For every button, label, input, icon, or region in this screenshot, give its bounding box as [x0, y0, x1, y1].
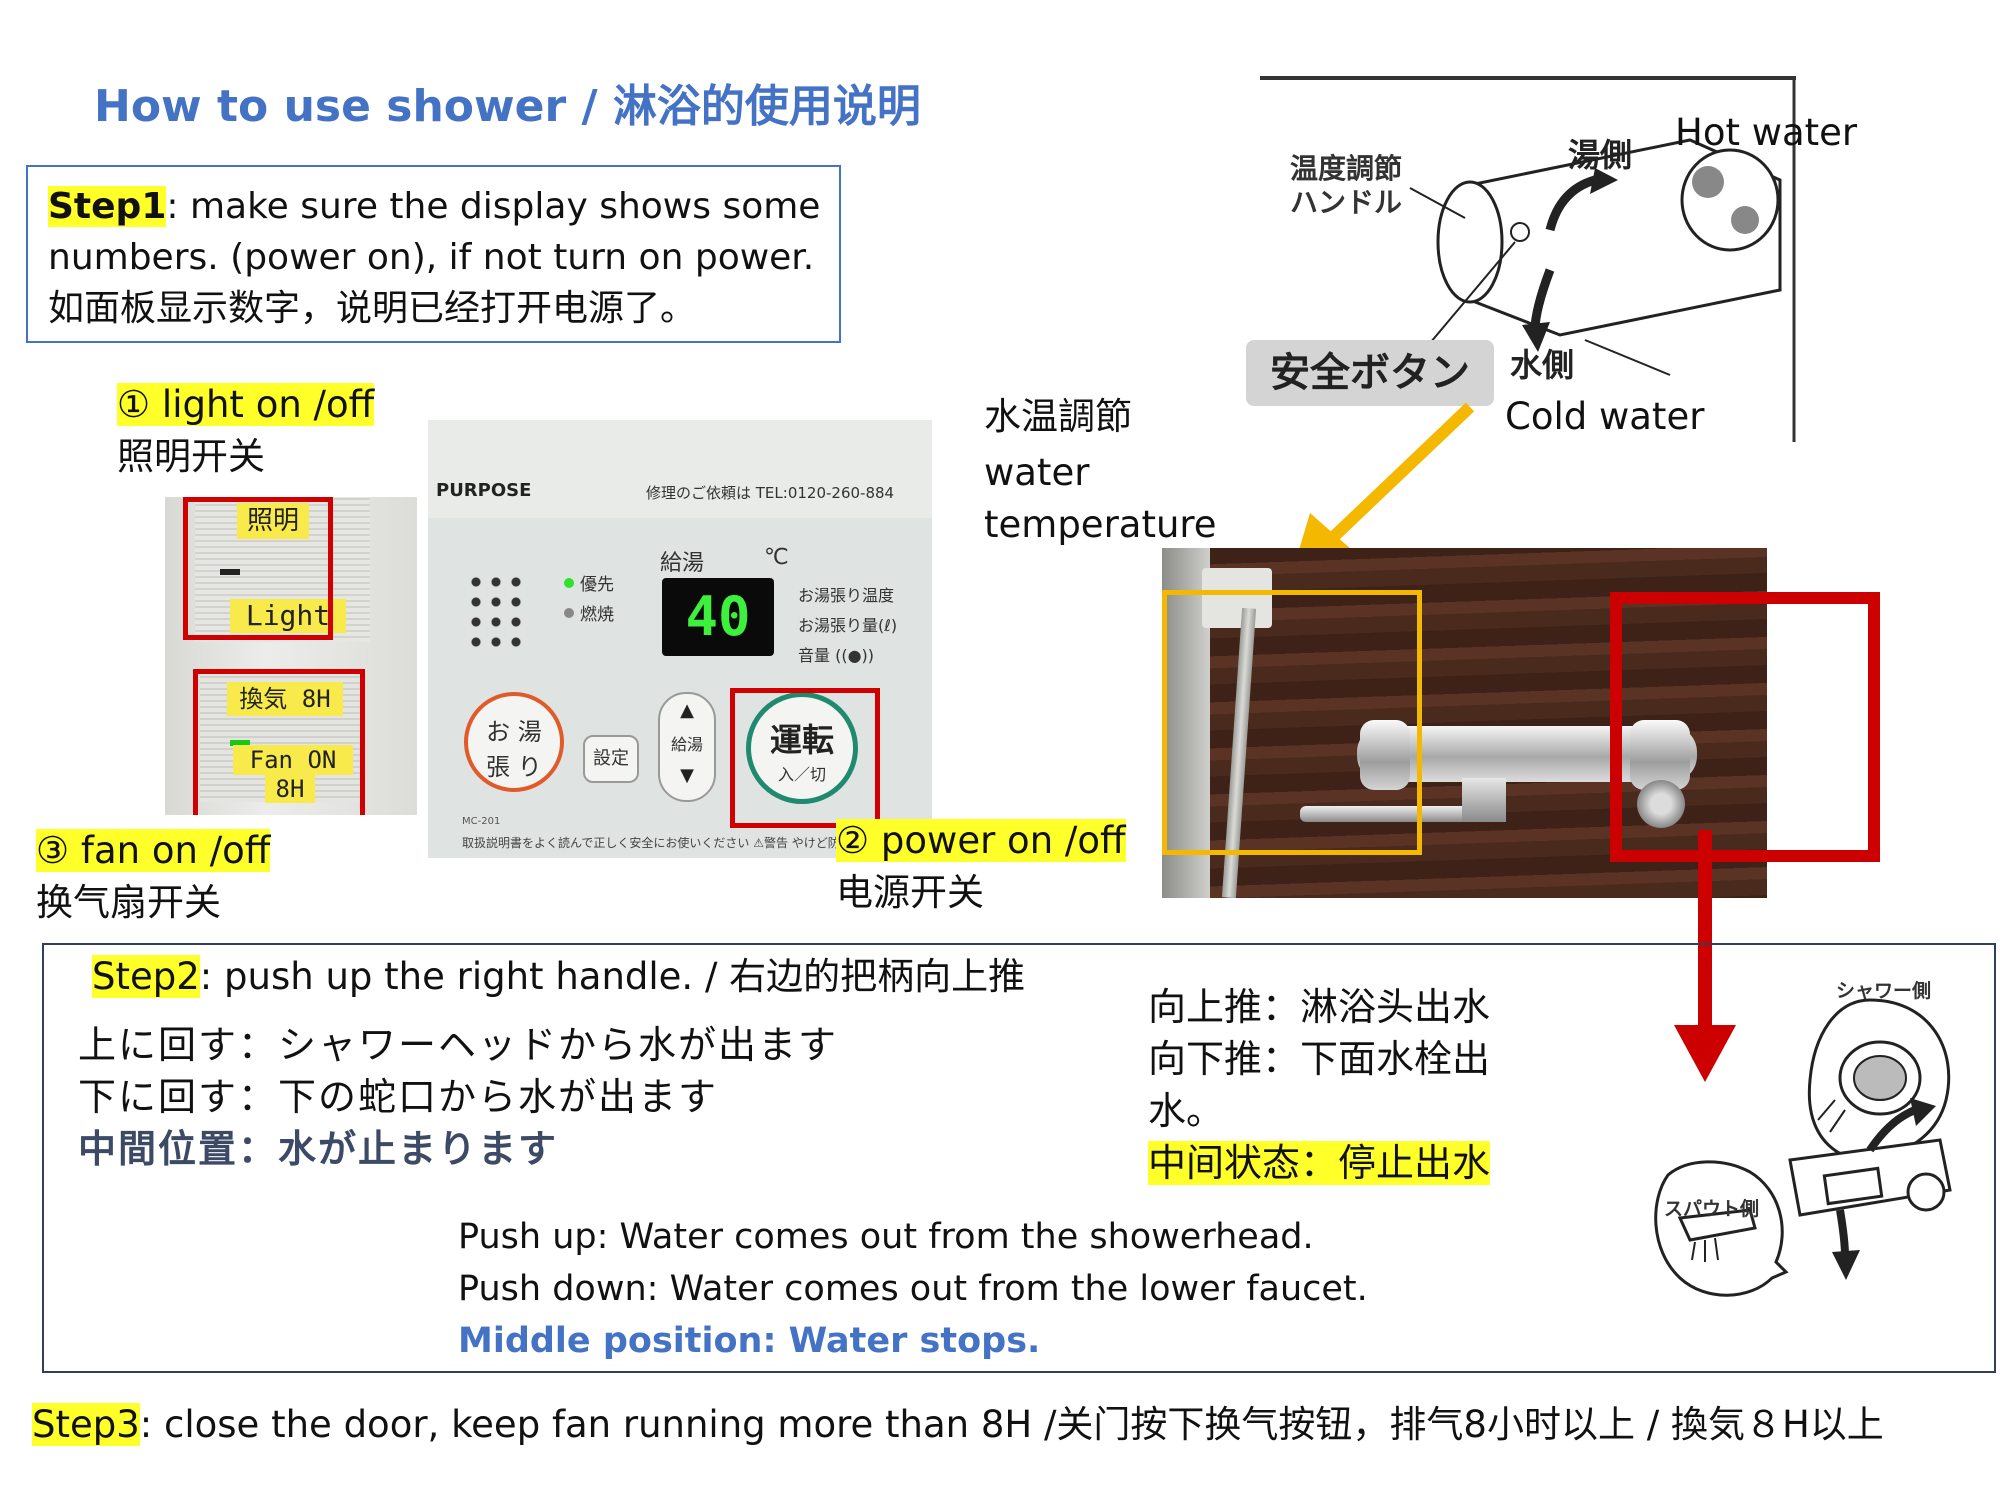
shower-side-label: シャワー側 [1836, 980, 1932, 1002]
page-title: How to use shower / 淋浴的使用说明 [94, 81, 921, 132]
step2-zh-line1: 向上推：淋浴头出水 [1148, 985, 1491, 1029]
up-arrow-icon[interactable]: ▲ [680, 700, 694, 721]
water-temp-en2: temperature [984, 503, 1217, 546]
power-label-en: ② power on /off [836, 819, 1126, 862]
faucet-photo [1162, 548, 1767, 898]
display-value: 40 [685, 585, 751, 648]
step2-jp-line2: 下に回す：下の蛇口から水が出ます [78, 1075, 719, 1119]
cold-side-jp: 水側 [1510, 346, 1575, 384]
step2-zh-line3: 水。 [1148, 1089, 1225, 1133]
power-label-zh: 电源开关 [836, 871, 984, 914]
fan-switch-highlight [193, 669, 365, 815]
repair-phone: 修理のご依頼は TEL:0120-260-884 [646, 484, 895, 502]
power-button-highlight [730, 688, 880, 828]
step3-label: Step3 [32, 1403, 140, 1446]
water-temp-jp: 水温調節 [984, 395, 1132, 438]
hot-water-en: Hot water [1675, 111, 1858, 154]
light-label-en: ① light on /off [117, 383, 375, 426]
step2-zh-line4: 中间状态：停止出水 [1148, 1141, 1491, 1185]
hot-side-jp: 湯側 [1568, 136, 1633, 174]
temperature-handle-highlight [1162, 590, 1422, 855]
speaker-grille [466, 572, 526, 652]
light-tag-top: 照明 [237, 503, 309, 539]
control-panel-photo: PURPOSE 修理のご依頼は TEL:0120-260-884 優先 燃焼 給… [428, 420, 932, 858]
step1-label: Step1 [48, 186, 167, 227]
priority-led [564, 578, 574, 588]
fan-tag-top: 換気 8H [227, 682, 343, 716]
step2-label: Step2 [92, 955, 200, 998]
fan-tag-bottom2: 8H [265, 775, 315, 803]
temperature-display: 40 [662, 578, 774, 656]
step2-jp-line1: 上に回す：シャワーヘッドから水が出ます [78, 1023, 839, 1067]
unten-power-button[interactable]: 運転 入／切 [746, 692, 858, 804]
step2-en-line2: Push down: Water comes out from the lowe… [458, 1269, 1368, 1309]
step2-box [42, 943, 1996, 1373]
switch-plate-photo: 照明 Light 換気 8H Fan ON 8H [165, 497, 417, 815]
oyu-hari-button[interactable]: お 湯 張 り [464, 692, 564, 792]
step2-heading: Step2: push up the right handle. / 右边的把柄… [92, 955, 1026, 998]
light-switch-highlight [183, 497, 333, 640]
fan-label-zh: 换气扇开关 [36, 881, 221, 924]
step3-line: Step3: close the door, keep fan running … [32, 1403, 1884, 1446]
step2-zh-line2: 向下推：下面水栓出 [1148, 1037, 1491, 1081]
spout-side-label: スパウト側 [1664, 1198, 1760, 1220]
faucet-diagram [1260, 76, 1796, 442]
fan-label-en: ③ fan on /off [36, 829, 271, 872]
spout [1300, 806, 1500, 822]
step1-line3: 如面板显示数字，说明已经打开电源了。 [48, 288, 697, 329]
step2-en-line1: Push up: Water comes out from the shower… [458, 1217, 1314, 1257]
shower-spout-diagram [1654, 998, 1952, 1297]
handle-label-1: 温度調節 [1290, 152, 1403, 185]
cold-water-en: Cold water [1505, 395, 1705, 438]
step1-line2: numbers. (power on), if not turn on powe… [48, 237, 815, 278]
step1-box: Step1: make sure the display shows some … [26, 165, 841, 343]
red-down-arrow-icon [1674, 830, 1736, 1082]
step2-jp-line3: 中間位置：水が止まります [78, 1127, 559, 1171]
light-label-zh: 照明开关 [117, 435, 265, 478]
down-arrow-icon[interactable]: ▼ [680, 765, 694, 786]
light-tag-bottom: Light [230, 599, 346, 633]
kyuto-updown-button[interactable]: ▲ 給湯 ▼ [658, 692, 716, 802]
water-temp-en1: water [984, 451, 1090, 494]
step2-en-line3: Middle position: Water stops. [458, 1321, 1041, 1361]
brand-label: PURPOSE [436, 480, 532, 501]
fan-tag-bottom1: Fan ON [233, 745, 353, 775]
settei-button[interactable]: 設定 [583, 735, 639, 783]
handle-label-2: ハンドル [1290, 186, 1403, 219]
step1-line1: Step1: make sure the display shows some [48, 186, 821, 227]
safety-button-label: 安全ボタン [1246, 340, 1494, 406]
